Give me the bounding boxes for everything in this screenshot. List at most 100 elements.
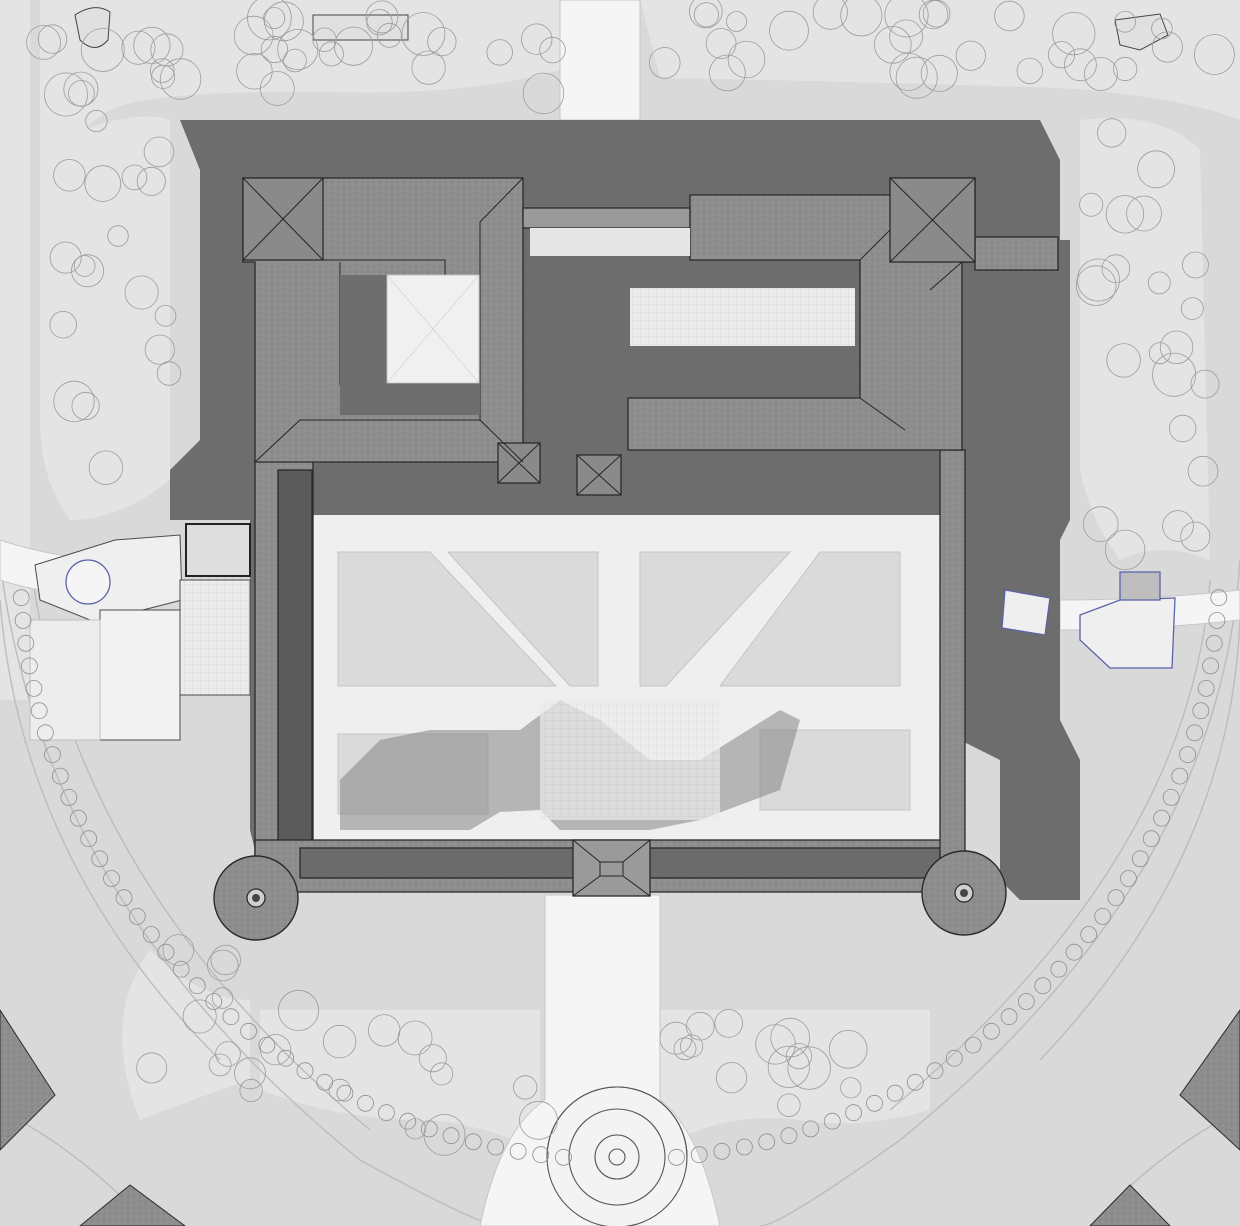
tree-icon xyxy=(210,944,241,976)
tree-icon xyxy=(411,50,446,85)
tree-icon xyxy=(70,809,87,827)
fountain xyxy=(546,1086,688,1226)
tree-icon xyxy=(1192,702,1210,720)
tree-icon xyxy=(1180,297,1204,321)
tree-icon xyxy=(1105,195,1145,234)
tree-icon xyxy=(983,1022,1000,1040)
tree-icon xyxy=(80,830,98,848)
tree-icon xyxy=(1052,11,1096,56)
west-annex xyxy=(29,523,251,741)
tree-icon xyxy=(427,27,457,57)
tree-icon xyxy=(233,15,274,56)
tree-icon xyxy=(124,275,159,310)
round-tower-se xyxy=(921,850,1007,936)
tree-icon xyxy=(1168,414,1197,443)
tree-icon xyxy=(71,254,105,288)
tree-icon xyxy=(895,56,938,99)
tree-icon xyxy=(322,1024,357,1059)
tree-icon xyxy=(154,304,177,327)
tree-icon xyxy=(884,0,929,38)
round-tower-sw xyxy=(213,855,299,941)
tree-icon xyxy=(1197,680,1215,697)
tree-icon xyxy=(509,1142,527,1160)
tree-icon xyxy=(1208,612,1226,629)
tree-icon xyxy=(532,1146,550,1164)
tree-icon xyxy=(377,1104,395,1122)
tree-icon xyxy=(1194,34,1235,75)
tree-icon xyxy=(115,889,133,907)
tree-icon xyxy=(133,26,171,65)
tree-icon xyxy=(258,1036,276,1054)
tree-icon xyxy=(918,0,949,30)
tree-icon xyxy=(1034,977,1052,995)
tree-icon xyxy=(767,1045,810,1088)
tree-icon xyxy=(1210,589,1228,607)
tree-icon xyxy=(690,1146,708,1164)
tree-icon xyxy=(283,48,307,73)
tree-icon xyxy=(222,1008,240,1026)
tree-icon xyxy=(121,30,156,65)
tree-icon xyxy=(1151,17,1173,40)
tree-icon xyxy=(49,241,82,274)
tree-icon xyxy=(668,1148,685,1166)
tree-icon xyxy=(312,27,337,52)
tree-icon xyxy=(239,1078,263,1103)
tree-icon xyxy=(1120,870,1137,887)
tree-icon xyxy=(873,25,912,64)
tree-icon xyxy=(513,1075,538,1100)
tree-icon xyxy=(316,1073,334,1091)
tree-icon xyxy=(157,943,175,961)
tree-icon xyxy=(1131,850,1149,868)
tree-icon xyxy=(1097,118,1127,148)
tree-icon xyxy=(397,1020,433,1056)
tree-icon xyxy=(107,225,129,247)
tree-icon xyxy=(705,28,737,59)
tree-icon xyxy=(736,1138,753,1156)
tree-icon xyxy=(1142,830,1160,848)
tree-icon xyxy=(521,23,553,55)
tree-icon xyxy=(51,767,69,785)
tree-icon xyxy=(1106,343,1141,378)
tree-icon xyxy=(709,54,746,92)
tree-icon xyxy=(926,1062,944,1080)
tree-icon xyxy=(1205,634,1223,652)
tree-icon xyxy=(136,1052,168,1084)
tree-icon xyxy=(1076,258,1120,302)
tree-icon xyxy=(770,1017,810,1058)
tree-icon xyxy=(906,1073,924,1091)
tree-icon xyxy=(73,255,96,277)
tree-icon xyxy=(328,1078,352,1102)
tree-icon xyxy=(648,47,681,79)
tree-icon xyxy=(30,702,48,720)
tree-icon xyxy=(555,1148,572,1166)
tree-icon xyxy=(840,1077,862,1099)
tree-icon xyxy=(277,989,319,1031)
tree-icon xyxy=(60,789,78,806)
tree-icon xyxy=(149,58,175,83)
tree-icon xyxy=(1104,529,1146,570)
tree-icon xyxy=(994,0,1025,32)
tree-icon xyxy=(205,993,223,1010)
tree-icon xyxy=(1179,746,1196,763)
tree-icon xyxy=(823,1112,841,1130)
tree-icon xyxy=(103,870,120,887)
tree-icon xyxy=(714,1009,743,1038)
tree-icon xyxy=(128,908,146,925)
tree-icon xyxy=(713,1142,731,1160)
tree-icon xyxy=(964,1036,982,1054)
tree-icon xyxy=(1186,724,1203,742)
tree-icon xyxy=(487,1138,505,1156)
tree-icon xyxy=(399,1112,417,1130)
tree-icon xyxy=(1202,657,1219,675)
tree-icon xyxy=(442,1127,460,1145)
tree-icon xyxy=(1152,352,1197,397)
tree-icon xyxy=(182,999,217,1034)
tree-icon xyxy=(693,2,720,28)
tree-icon xyxy=(1113,56,1138,82)
tree-icon xyxy=(673,1037,697,1061)
tree-icon xyxy=(539,36,566,64)
tree-icon xyxy=(685,1011,715,1041)
tree-icon xyxy=(464,1133,482,1151)
tree-icon xyxy=(1065,943,1083,961)
tree-icon xyxy=(1182,251,1209,279)
